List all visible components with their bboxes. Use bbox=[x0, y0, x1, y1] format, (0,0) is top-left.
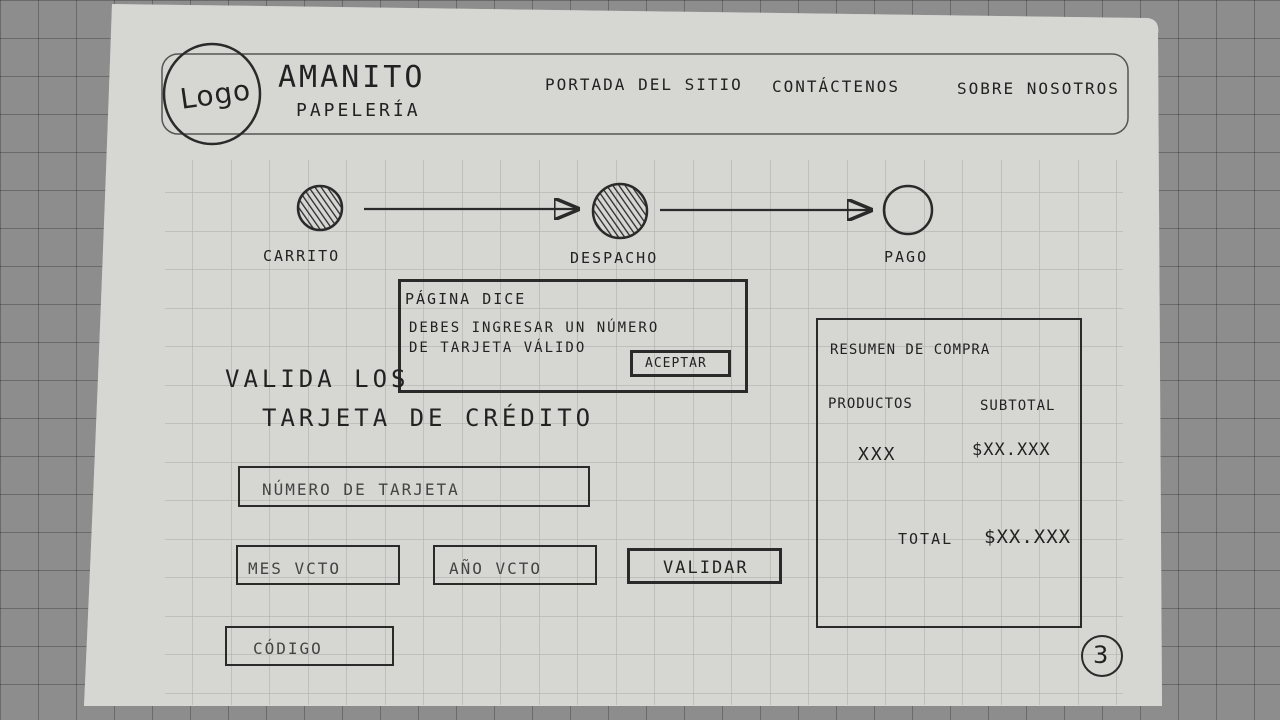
summary-col-subtotal: SUBTOTAL bbox=[980, 398, 1056, 414]
expiry-month-input[interactable]: MES VCTO bbox=[236, 545, 400, 585]
nav-link-contactenos[interactable]: CONTÁCTENOS bbox=[772, 77, 900, 96]
step-label-pago: PAGO bbox=[884, 248, 929, 266]
page-number: 3 bbox=[1093, 641, 1110, 669]
expiry-year-placeholder: AÑO VCTO bbox=[449, 559, 543, 578]
page-number-circle bbox=[1081, 635, 1123, 677]
security-code-input[interactable]: CÓDIGO bbox=[225, 626, 394, 666]
form-title-line2: TARJETA DE CRÉDITO bbox=[262, 404, 595, 432]
summary-title: RESUMEN DE COMPRA bbox=[830, 342, 991, 358]
card-number-placeholder: NÚMERO DE TARJETA bbox=[262, 480, 460, 499]
nav-link-portada[interactable]: PORTADA DEL SITIO bbox=[545, 75, 743, 94]
summary-col-products: PRODUCTOS bbox=[828, 396, 913, 412]
validate-button-label: VALIDAR bbox=[663, 558, 749, 578]
validate-button[interactable]: VALIDAR bbox=[627, 548, 782, 584]
card-number-input[interactable]: NÚMERO DE TARJETA bbox=[238, 466, 590, 507]
summary-subtotal-cell: $XX.XXX bbox=[972, 440, 1051, 460]
expiry-month-placeholder: MES VCTO bbox=[248, 559, 342, 578]
alert-dialog: PÁGINA DICE DEBES INGRESAR UN NÚMERO DE … bbox=[398, 279, 748, 393]
accept-button[interactable]: ACEPTAR bbox=[630, 350, 731, 377]
alert-dialog-message-line2: DE TARJETA VÁLIDO bbox=[409, 340, 587, 356]
step-label-carrito: CARRITO bbox=[263, 247, 341, 265]
form-title-line1: VALIDA LOS bbox=[225, 365, 410, 393]
nav-link-sobre-nosotros[interactable]: SOBRE NOSOTROS bbox=[957, 79, 1120, 98]
order-summary-panel: RESUMEN DE COMPRA PRODUCTOS SUBTOTAL XXX… bbox=[816, 318, 1082, 628]
step-circle-pago bbox=[882, 184, 934, 236]
brand-subtitle: PAPELERÍA bbox=[296, 100, 421, 121]
logo-circle bbox=[162, 42, 262, 146]
brand-name: AMANITO bbox=[278, 60, 426, 95]
step-circle-carrito bbox=[296, 184, 344, 232]
expiry-year-input[interactable]: AÑO VCTO bbox=[433, 545, 597, 585]
header-frame bbox=[161, 53, 1129, 135]
step-circle-despacho bbox=[591, 182, 649, 240]
step-label-despacho: DESPACHO bbox=[570, 249, 659, 267]
summary-product-cell: XXX bbox=[858, 444, 897, 465]
alert-dialog-title: PÁGINA DICE bbox=[405, 290, 527, 308]
summary-total-label: TOTAL bbox=[898, 530, 954, 548]
alert-dialog-message-line1: DEBES INGRESAR UN NÚMERO bbox=[409, 320, 660, 336]
security-code-placeholder: CÓDIGO bbox=[253, 639, 323, 658]
summary-total-value: $XX.XXX bbox=[984, 526, 1072, 548]
accept-button-label: ACEPTAR bbox=[645, 356, 707, 371]
